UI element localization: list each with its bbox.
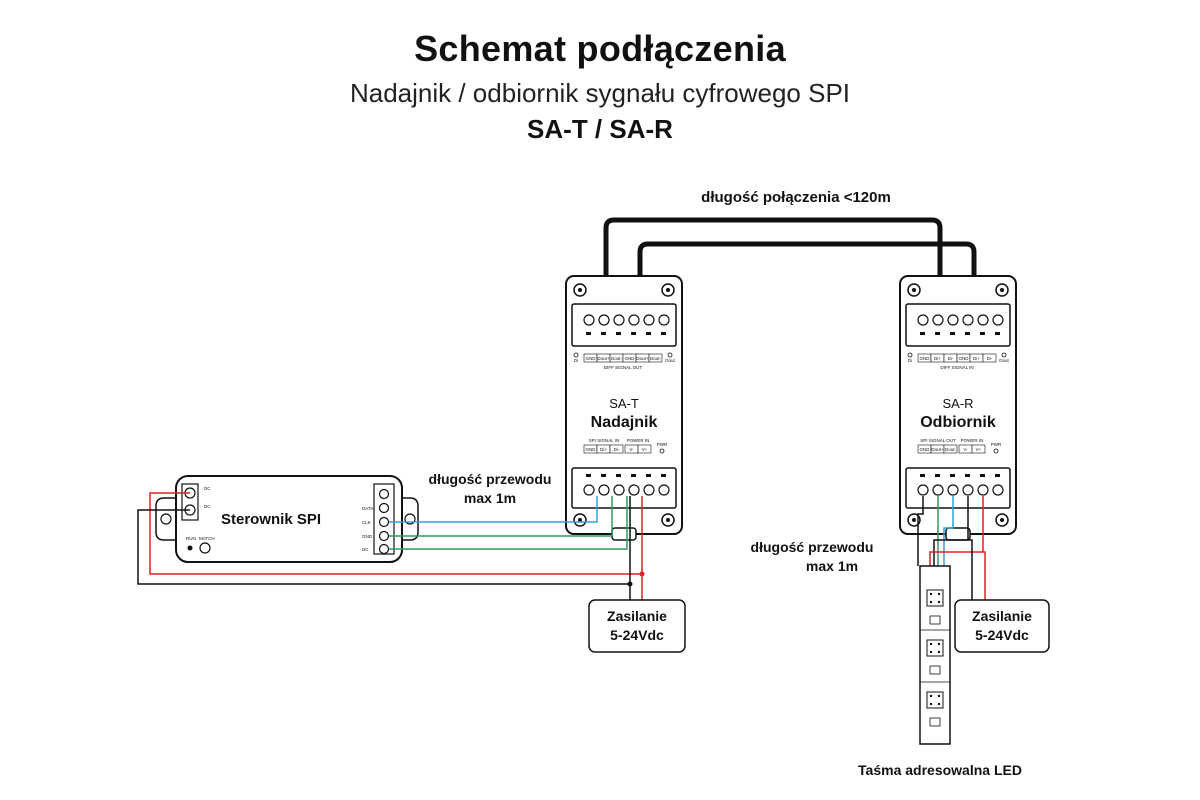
tx-name: Nadajnik bbox=[591, 414, 658, 431]
rx-bottom-pin-label: Dout+ bbox=[931, 447, 944, 452]
rx-top-pin-label: GND bbox=[959, 356, 970, 361]
rx-bottom-pin-label: Dout- bbox=[945, 447, 957, 452]
receiver-module: GND Di+ Di- GND Di+ Di- DIFF SIGNAL IN D… bbox=[899, 275, 1017, 541]
tx-bottom-pin-label: GND bbox=[586, 447, 597, 452]
controller-wires bbox=[137, 492, 643, 604]
rx-bottom-pin-label: V+ bbox=[976, 447, 982, 452]
controller-name: Sterownik SPI bbox=[221, 511, 321, 528]
mount-hole bbox=[573, 513, 587, 527]
rx-top-pin-label: Di+ bbox=[934, 356, 941, 361]
tx-model: SA-T bbox=[609, 396, 639, 411]
led-strip bbox=[919, 565, 951, 745]
mount-hole bbox=[907, 283, 921, 297]
rx-led-label: Di bbox=[908, 358, 912, 363]
rx-bottom-caption: POWER IN bbox=[961, 438, 984, 443]
tx-bottom-pin-label: V- bbox=[629, 447, 634, 452]
mount-hole bbox=[573, 283, 587, 297]
rx-led-label: Dout bbox=[999, 358, 1009, 363]
rx-top-pin-label: Di+ bbox=[973, 356, 980, 361]
tx-top-pin-label: Dout- bbox=[650, 356, 662, 361]
power-supply-tx: Zasilanie 5-24Vdc bbox=[588, 599, 686, 653]
led-icon bbox=[1001, 352, 1007, 358]
led-icon bbox=[667, 352, 673, 358]
led-icon bbox=[573, 352, 579, 358]
match-button: MATCH bbox=[199, 536, 215, 554]
controller-pin-label: GND bbox=[362, 534, 373, 539]
rx-top-pin-label: GND bbox=[920, 356, 931, 361]
strip-label: Taśma adresowalna LED bbox=[858, 762, 1022, 778]
rx-wire-length-line1: długość przewodu bbox=[751, 539, 874, 555]
rx-top-pin-label: Di- bbox=[987, 356, 993, 361]
rx-pwr-label: PWR bbox=[991, 442, 1002, 447]
tx-pwr-label: PWR bbox=[657, 442, 668, 447]
pwr-led-icon bbox=[659, 448, 665, 454]
tx-top-caption: DIFF SIGNAL OUT bbox=[604, 365, 643, 370]
mount-hole bbox=[661, 513, 675, 527]
rx-top-caption: DIFF SIGNAL IN bbox=[940, 365, 973, 370]
tx-bottom-pin-label: Di+ bbox=[600, 447, 607, 452]
pwr-led-icon bbox=[993, 448, 999, 454]
tx-bottom-caption: SPI SIGNAL IN bbox=[589, 438, 620, 443]
mount-hole bbox=[907, 513, 921, 527]
rx-name: Odbiornik bbox=[920, 414, 996, 431]
rx-wire-length-line2: max 1m bbox=[806, 558, 858, 574]
page-subtitle: Nadajnik / odbiornik sygnału cyfrowego S… bbox=[349, 78, 851, 108]
svg-text:MATCH: MATCH bbox=[199, 536, 215, 541]
tx-wire-length-line1: długość przewodu bbox=[429, 471, 552, 487]
run-indicator: RUN bbox=[186, 536, 196, 551]
tx-led-label: Dout bbox=[665, 358, 675, 363]
junction-dot bbox=[639, 571, 645, 577]
controller-pin-label: DC bbox=[362, 547, 369, 552]
controller-pin-label: DC bbox=[204, 504, 211, 509]
svg-text:RUN: RUN bbox=[186, 536, 196, 541]
tx-wire-length-line2: max 1m bbox=[464, 490, 516, 506]
model-name: SA-T / SA-R bbox=[527, 114, 673, 144]
mount-hole bbox=[995, 513, 1009, 527]
mount-hole bbox=[661, 283, 675, 297]
junction-dot bbox=[627, 581, 633, 587]
rx-bottom-pin-label: V- bbox=[963, 447, 968, 452]
transmitter-module: GND Dout+ Dout- GND Dout+ Dout- DIFF SIG… bbox=[565, 275, 683, 541]
tx-led-label: Di bbox=[574, 358, 578, 363]
power-tx-voltage: 5-24Vdc bbox=[610, 627, 664, 643]
tx-top-pin-label: Dout+ bbox=[597, 356, 610, 361]
power-rx-label: Zasilanie bbox=[972, 608, 1032, 624]
rx-bottom-pin-label: GND bbox=[920, 447, 931, 452]
tx-top-pin-label: GND bbox=[586, 356, 597, 361]
tx-top-pin-label: Dout+ bbox=[636, 356, 649, 361]
rx-model: SA-R bbox=[942, 396, 973, 411]
controller-pin-label: DC bbox=[204, 486, 211, 491]
tx-top-pin-label: Dout- bbox=[611, 356, 623, 361]
controller-pin-label: DATA bbox=[362, 506, 373, 511]
connection-length-label: długość połączenia <120m bbox=[701, 189, 891, 206]
controller-pin-label: CLK bbox=[362, 520, 371, 525]
tx-bottom-pin-label: V+ bbox=[642, 447, 648, 452]
tx-bottom-pin-label: Di- bbox=[614, 447, 620, 452]
power-supply-rx: Zasilanie 5-24Vdc bbox=[954, 599, 1050, 653]
page-title: Schemat podłączenia bbox=[414, 28, 786, 69]
spi-controller: DC DC RUN MATCH Sterownik SPI DATA CLK G… bbox=[155, 475, 419, 563]
power-rx-voltage: 5-24Vdc bbox=[975, 627, 1029, 643]
long-link-cable bbox=[603, 217, 977, 296]
rx-bottom-caption: SPI SIGNAL OUT bbox=[920, 438, 956, 443]
rx-top-pin-label: Di- bbox=[948, 356, 954, 361]
led-icon bbox=[907, 352, 913, 358]
power-tx-label: Zasilanie bbox=[607, 608, 667, 624]
receiver-strip-wires bbox=[917, 496, 986, 600]
tx-bottom-caption: POWER IN bbox=[627, 438, 650, 443]
tx-top-pin-label: GND bbox=[625, 356, 636, 361]
mount-hole bbox=[995, 283, 1009, 297]
